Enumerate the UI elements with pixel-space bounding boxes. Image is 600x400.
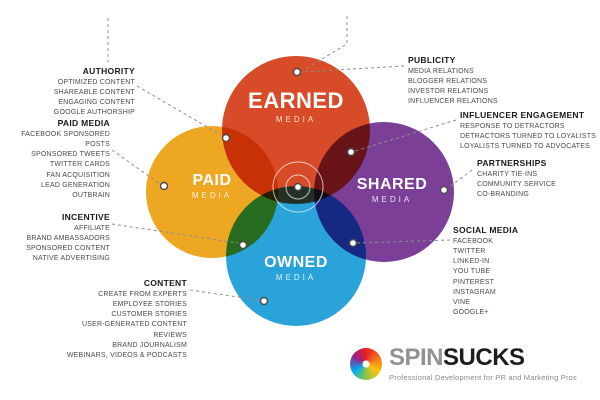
annotation-items: RESPONSE TO DETRACTORS DETRACTORS TURNED …	[460, 122, 596, 152]
annotation-title: PARTNERSHIPS	[477, 158, 547, 168]
list-item: CHARITY TIE-INS	[477, 171, 538, 178]
shared-sublabel-text: MEDIA	[371, 195, 413, 204]
list-item: COMMUNITY SERVICE	[477, 181, 556, 189]
paid-label: PAID MEDIA	[146, 172, 278, 200]
list-item: VINE	[453, 298, 471, 306]
list-item: PINTEREST	[453, 278, 495, 286]
list-item: WEBINARS, VIDEOS & PODCASTS	[66, 351, 187, 359]
list-item: AFFILIATE	[74, 225, 110, 232]
list-item: BRAND AMBASSADORS	[26, 235, 110, 243]
list-item: INVESTOR RELATIONS	[408, 88, 489, 96]
spinsucks-logo-text: SPINSUCKS Professional Development for P…	[389, 346, 578, 383]
annotation-items: OPTIMIZED CONTENT SHAREABLE CONTENT ENGAGI…	[54, 78, 135, 119]
annotation-incentive: INCENTIVE AFFILIATE BRAND AMBASSADORS SPON…	[26, 212, 110, 265]
annotation-items: MEDIA RELATIONS BLOGGER RELATIONS INVESTOR…	[408, 67, 498, 108]
list-item: SHAREABLE CONTENT	[53, 89, 135, 97]
earned-sublabel-text: MEDIA	[275, 115, 317, 124]
annotation-title: SOCIAL MEDIA	[453, 225, 519, 235]
list-item: FACEBOOK	[453, 238, 494, 245]
list-item: OPTIMIZED CONTENT	[57, 79, 135, 86]
paid-label-text: PAID	[192, 172, 232, 189]
list-item: SPONSORED CONTENT	[26, 245, 110, 253]
annotation-title: PAID MEDIA	[57, 118, 110, 128]
annotation-items: CHARITY TIE-INS COMMUNITY SERVICE CO-BRAND…	[477, 170, 556, 200]
list-item: USER-GENERATED CONTENT	[82, 321, 187, 329]
list-item: LEAD GENERATION	[41, 181, 110, 189]
spinsucks-logo: SPINSUCKS Professional Development for P…	[350, 346, 577, 382]
list-item: INSTAGRAM	[453, 288, 496, 296]
annotation-items: CREATE FROM EXPERTS EMPLOYEE STORIES CUSTO…	[67, 290, 187, 361]
annotation-social-media: SOCIAL MEDIA FACEBOOK TWITTER LINKED-IN YOU…	[453, 225, 518, 318]
owned-sublabel-text: MEDIA	[275, 273, 317, 282]
annotation-influencer-engagement: INFLUENCER ENGAGEMENT RESPONSE TO DETRAC…	[460, 110, 596, 152]
list-item: SPONSORED TWEETS	[31, 151, 110, 159]
logo-word-sucks: SUCKS	[443, 344, 525, 371]
list-item: LOYALISTS TURNED TO ADVOCATES	[460, 143, 591, 151]
annotation-partnerships: PARTNERSHIPS CHARITY TIE-INS COMMUNITY SE…	[477, 158, 556, 200]
list-item: GOOGLE AUTHORSHIP	[53, 109, 135, 117]
list-item: EMPLOYEE STORIES	[112, 301, 187, 309]
list-item: YOU TUBE	[453, 268, 491, 276]
annotation-authority: AUTHORITY OPTIMIZED CONTENT SHAREABLE CON…	[54, 66, 135, 119]
annotation-title: PUBLICITY	[408, 55, 456, 65]
list-item: TWITTER CARDS	[49, 161, 110, 169]
list-item: TWITTER	[453, 248, 486, 256]
annotation-title: INCENTIVE	[61, 212, 110, 222]
shared-label: SHARED MEDIA	[322, 176, 462, 204]
annotation-paid-media: PAID MEDIA FACEBOOK SPONSORED POSTS SPONS…	[0, 118, 110, 201]
list-item: RESPONSE TO DETRACTORS	[460, 123, 565, 130]
list-item: BLOGGER RELATIONS	[408, 78, 488, 86]
annotation-content: CONTENT CREATE FROM EXPERTS EMPLOYEE STOR…	[67, 278, 187, 361]
earned-label: EARNED MEDIA	[222, 88, 370, 124]
list-item: FAN ACQUISITION	[46, 171, 110, 179]
list-item: CUSTOMER STORIES	[111, 311, 187, 319]
earned-label-text: EARNED	[248, 88, 344, 113]
list-item: ENGAGING CONTENT	[58, 99, 135, 107]
paid-sublabel-text: MEDIA	[191, 191, 233, 200]
annotation-title: CONTENT	[143, 278, 187, 288]
logo-tagline: Professional Development for PR and Mark…	[389, 373, 578, 382]
list-item: OUTBRAIN	[72, 191, 110, 199]
owned-label: OWNED MEDIA	[226, 254, 366, 282]
list-item: BRAND JOURNALISM	[112, 341, 187, 349]
list-item: GOOGLE+	[453, 308, 489, 316]
annotation-items: FACEBOOK SPONSORED POSTS SPONSORED TWEETS…	[0, 130, 110, 201]
annotation-items: AFFILIATE BRAND AMBASSADORS SPONSORED CONT…	[26, 224, 110, 265]
list-item: LINKED-IN	[453, 258, 490, 266]
logo-word-spin: SPIN	[389, 344, 444, 371]
spinsucks-pinwheel-icon	[350, 348, 382, 380]
shared-label-text: SHARED	[356, 176, 428, 193]
logo-wordmark: SPINSUCKS	[389, 346, 577, 370]
annotation-publicity: PUBLICITY MEDIA RELATIONS BLOGGER RELATIO…	[408, 55, 498, 108]
list-item: INFLUENCER RELATIONS	[408, 98, 498, 106]
list-item: REVIEWS	[153, 331, 187, 339]
list-item: FACEBOOK SPONSORED POSTS	[21, 131, 110, 149]
annotation-items: FACEBOOK TWITTER LINKED-IN YOU TUBE PINTERES…	[453, 237, 518, 318]
list-item: NATIVE ADVERTISING	[32, 255, 110, 263]
owned-label-text: OWNED	[264, 254, 328, 271]
list-item: CREATE FROM EXPERTS	[98, 291, 187, 298]
list-item: CO-BRANDING	[477, 191, 529, 199]
annotation-title: AUTHORITY	[82, 66, 135, 76]
annotation-title: INFLUENCER ENGAGEMENT	[460, 110, 585, 120]
list-item: DETRACTORS TURNED TO LOYALISTS	[460, 133, 597, 141]
list-item: MEDIA RELATIONS	[408, 68, 474, 75]
